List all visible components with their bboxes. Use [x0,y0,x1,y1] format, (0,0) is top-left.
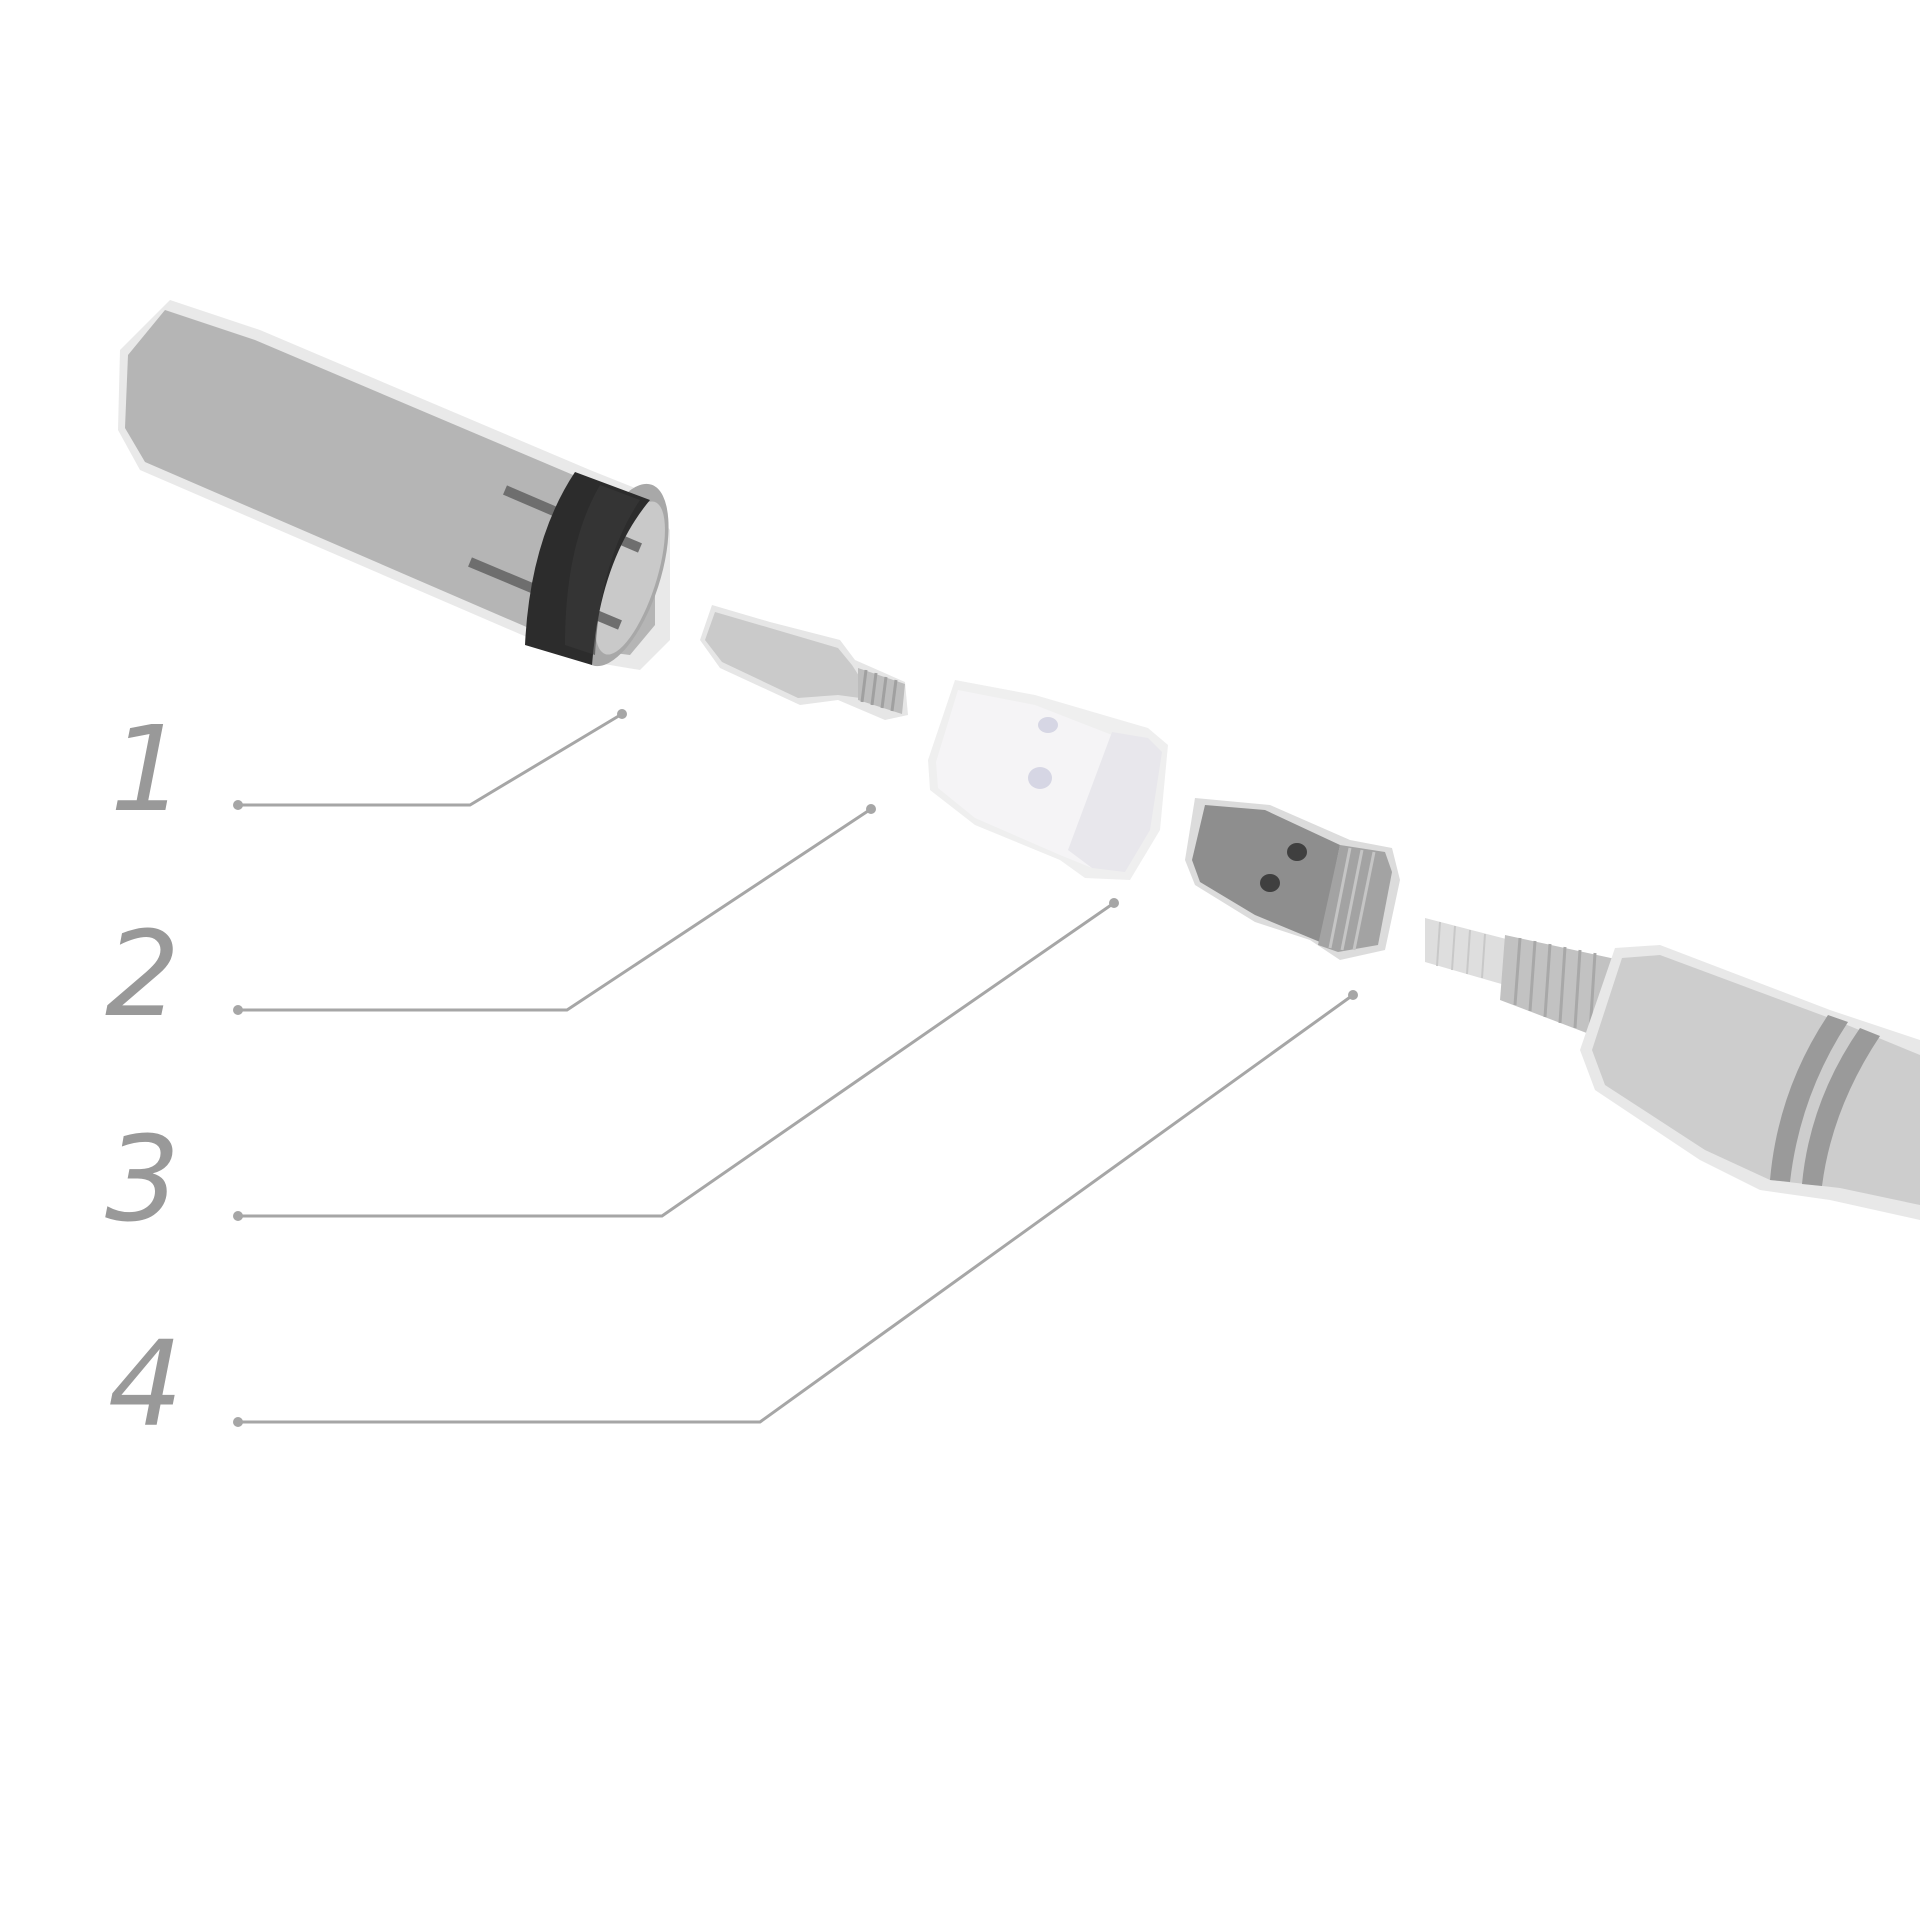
gas-nozzle [118,300,670,670]
leader-dot [1109,898,1119,908]
leader-line-3 [238,901,1115,1218]
leader-dot [617,709,627,719]
diffuser-hole [1028,767,1052,789]
tip-holder-body [1192,805,1340,942]
tip-holder-hole [1260,874,1280,892]
leader-dot [233,1417,243,1427]
diffuser-hole [1038,717,1058,733]
leader-dot [866,804,876,814]
nozzle-body [125,310,655,655]
leader-dot [233,1211,243,1221]
diffuser-body [936,690,1112,868]
leader-lines [238,712,1354,1424]
leader-dots [233,709,1358,1427]
leader-line-4 [238,993,1354,1424]
leader-line-1 [238,712,623,807]
leader-dot [233,1005,243,1015]
part-label-4: 4 [108,1315,183,1453]
leader-dot [233,800,243,810]
part-label-3: 3 [105,1110,180,1248]
leader-dot [1348,990,1358,1000]
leader-line-2 [238,807,872,1012]
neck-body [1592,955,1920,1205]
contact-tip [700,605,908,720]
contact-tip-body [705,612,868,698]
tip-holder-hole [1287,843,1307,861]
part-label-1: 1 [110,700,185,838]
tip-holder [1185,798,1400,960]
contact-tip-thread [858,668,905,714]
neck-groove [1802,1028,1880,1186]
tip-holder-thread [1318,845,1392,952]
part-label-2: 2 [105,905,180,1043]
neck-groove [1770,1015,1848,1182]
torch-neck [1425,918,1920,1220]
diffuser-band [1068,732,1162,872]
liner-tip [1425,918,1510,985]
gas-diffuser [928,680,1168,880]
